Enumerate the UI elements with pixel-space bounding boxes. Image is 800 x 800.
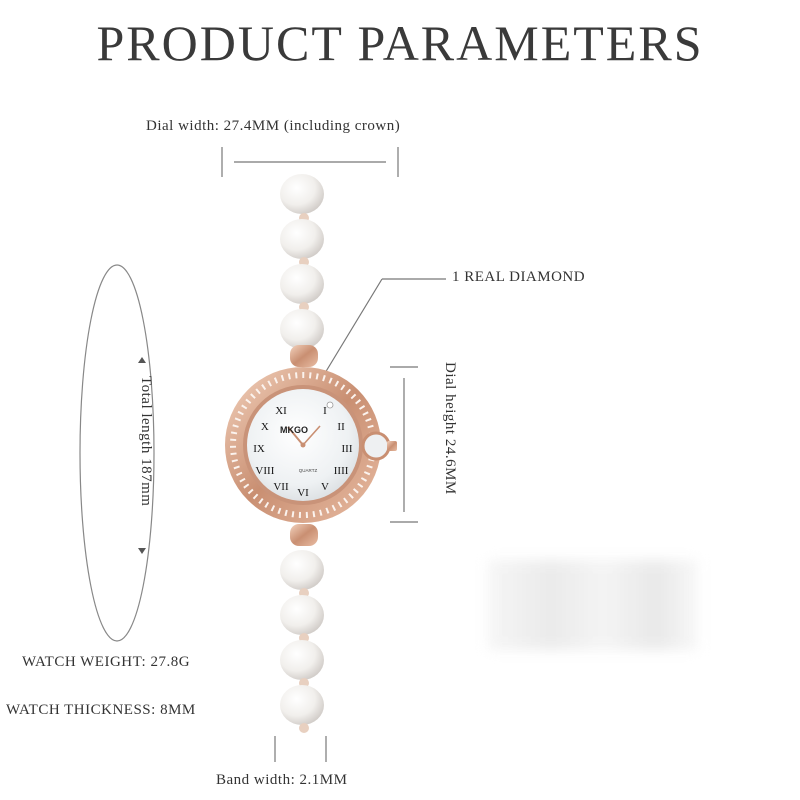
dial-width-label: Dial width: 27.4MM (including crown)	[146, 118, 401, 134]
dial-numeral: V	[321, 481, 329, 493]
dial-width-dimension	[221, 147, 399, 177]
diamond-pointer-line	[321, 278, 446, 379]
watch-brand-text: MKGO	[280, 425, 308, 435]
dial-numeral: VII	[273, 481, 289, 493]
total-length-ellipse	[79, 264, 155, 642]
watch-weight-label: WATCH WEIGHT: 27.8G	[22, 654, 191, 670]
total-length-label: Total length 187mm	[138, 376, 154, 507]
dial-numeral: XI	[275, 405, 287, 417]
dial-numeral: X	[261, 421, 269, 433]
real-diamond-label: 1 REAL DIAMOND	[452, 269, 586, 285]
dial-numeral: IIII	[334, 465, 349, 477]
dial-numeral: VIII	[255, 465, 274, 477]
dial-numeral: IX	[253, 443, 265, 455]
band-width-dimension	[274, 736, 327, 762]
page-title: PRODUCT PARAMETERS	[96, 15, 704, 71]
dial-height-label: Dial height 24.6MM	[442, 362, 458, 495]
pearl-strand-top	[280, 174, 324, 367]
watch-thickness-label: WATCH THICKNESS: 8MM	[6, 702, 196, 718]
dial-height-dimension	[390, 366, 418, 523]
band-width-label: Band width: 2.1MM	[216, 772, 348, 788]
dial-numeral: I	[323, 405, 327, 417]
watch-case	[225, 367, 397, 523]
watch-sub-text: QUARTZ	[299, 468, 318, 473]
pearl-strand-bottom	[280, 524, 324, 733]
dial-numeral: III	[342, 443, 353, 455]
dial-numeral: II	[337, 421, 345, 433]
blurred-area	[488, 560, 698, 650]
dial-numeral: VI	[297, 487, 309, 499]
